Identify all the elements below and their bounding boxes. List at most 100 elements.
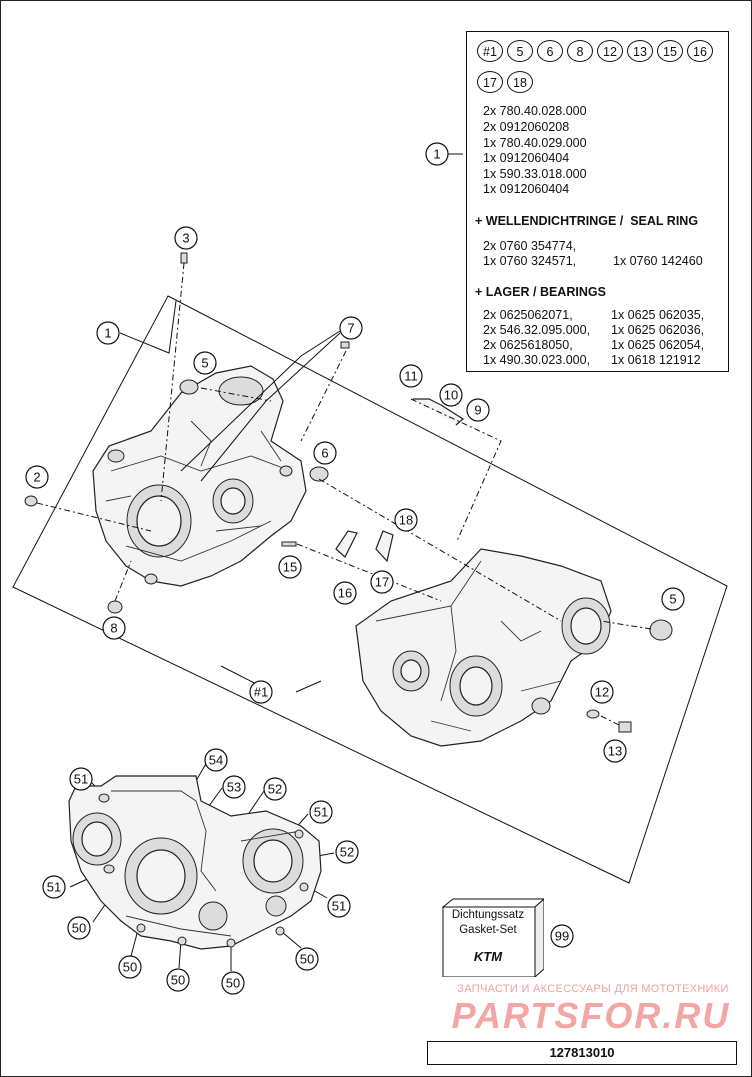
pin-7 — [340, 341, 350, 349]
callout-5-left[interactable]: 5 — [193, 351, 217, 375]
left-crankcase-half — [92, 365, 307, 587]
callout-51-top-left[interactable]: 51 — [69, 767, 93, 791]
bearing-line: 2x 546.32.095.000, — [483, 323, 591, 337]
bearing-line: 2x 0625062071, — [483, 308, 573, 322]
callout-7[interactable]: 7 — [339, 316, 363, 340]
crankcase-gasket-view — [68, 775, 322, 950]
callout-5-right[interactable]: 5 — [661, 587, 685, 611]
callout-18[interactable]: 18 — [394, 508, 418, 532]
screw-2 — [24, 495, 38, 507]
part-line: 2x 780.40.028.000 — [483, 104, 587, 118]
svg-text:18: 18 — [399, 513, 413, 528]
seal-line: 1x 0760 324571, — [483, 254, 577, 268]
callout-51-right[interactable]: 51 — [327, 894, 351, 918]
callout-2[interactable]: 2 — [25, 465, 49, 489]
part-line: 2x 0912060208 — [483, 120, 570, 134]
svg-text:50: 50 — [123, 960, 137, 975]
callout-50-e[interactable]: 50 — [295, 947, 319, 971]
callout-11[interactable]: 11 — [399, 364, 423, 388]
svg-text:17: 17 — [375, 575, 389, 590]
reference-badge[interactable]: 8 — [567, 40, 593, 62]
svg-text:52: 52 — [340, 845, 354, 860]
svg-text:16: 16 — [338, 586, 352, 601]
callout-6[interactable]: 6 — [313, 441, 337, 465]
callout-15[interactable]: 15 — [278, 555, 302, 579]
dowel-5-right — [649, 619, 673, 641]
gasket-set-label-de: Dichtungssatz — [451, 909, 525, 921]
svg-text:50: 50 — [226, 976, 240, 991]
reference-badge[interactable]: 12 — [597, 40, 623, 62]
bracket-17 — [375, 530, 394, 563]
callout-10[interactable]: 10 — [439, 383, 463, 407]
callout-51-left[interactable]: 51 — [42, 875, 66, 899]
dowel-5-left — [179, 379, 199, 395]
reference-badge[interactable]: 5 — [507, 40, 533, 62]
seal-line: 1x 0760 142460 — [613, 254, 703, 268]
callout-hash1[interactable]: #1 — [249, 680, 273, 704]
svg-text:7: 7 — [347, 321, 354, 336]
screw-15 — [281, 541, 297, 547]
callout-53[interactable]: 53 — [222, 775, 246, 799]
dowel-8 — [107, 600, 123, 614]
svg-text:5: 5 — [201, 356, 208, 371]
svg-text:99: 99 — [555, 929, 569, 944]
svg-text:53: 53 — [227, 780, 241, 795]
svg-text:10: 10 — [444, 388, 458, 403]
reference-badge[interactable]: 18 — [507, 71, 533, 93]
washer-12 — [586, 709, 600, 719]
diagram-code: 127813010 — [427, 1041, 737, 1065]
svg-text:9: 9 — [474, 403, 481, 418]
ktm-logo: KTM — [473, 949, 503, 964]
callout-50-b[interactable]: 50 — [118, 955, 142, 979]
svg-text:15: 15 — [283, 560, 297, 575]
watermark-tagline: ЗАПЧАСТИ И АКСЕССУАРЫ ДЛЯ МОТОТЕХНИКИ — [457, 983, 729, 995]
svg-text:13: 13 — [608, 744, 622, 759]
reference-badge[interactable]: 16 — [687, 40, 713, 62]
assembly-lines — [36, 262, 652, 727]
callout-50-d[interactable]: 50 — [221, 971, 245, 995]
bearing-line: 1x 0618 121912 — [611, 353, 701, 367]
callout-52-top[interactable]: 52 — [263, 777, 287, 801]
dowel-6 — [309, 466, 329, 482]
bearing-line: 1x 0625 062054, — [611, 338, 705, 352]
part-line: 1x 590.33.018.000 — [483, 167, 587, 181]
svg-text:54: 54 — [209, 753, 223, 768]
callout-3[interactable]: 3 — [174, 226, 198, 250]
svg-text:51: 51 — [314, 805, 328, 820]
svg-text:2: 2 — [33, 470, 40, 485]
callout-1-box[interactable]: 1 — [425, 142, 449, 166]
reference-badge[interactable]: #1 — [477, 40, 503, 62]
callout-13[interactable]: 13 — [603, 739, 627, 763]
callout-8[interactable]: 8 — [102, 616, 126, 640]
bracket-16 — [335, 530, 358, 558]
callout-99[interactable]: 99 — [550, 924, 574, 948]
bearings-header: + LAGER / BEARINGS — [475, 285, 606, 299]
callout-50-a[interactable]: 50 — [67, 916, 91, 940]
bearing-line: 1x 0625 062035, — [611, 308, 705, 322]
reference-badge[interactable]: 13 — [627, 40, 653, 62]
callout-17[interactable]: 17 — [370, 570, 394, 594]
svg-text:51: 51 — [47, 880, 61, 895]
svg-text:50: 50 — [72, 921, 86, 936]
svg-text:#1: #1 — [254, 685, 268, 700]
bearing-line: 2x 0625618050, — [483, 338, 573, 352]
callout-50-c[interactable]: 50 — [166, 968, 190, 992]
svg-text:50: 50 — [171, 973, 185, 988]
callout-12[interactable]: 12 — [590, 680, 614, 704]
callout-1-main[interactable]: 1 — [96, 321, 120, 345]
part-line: 1x 780.40.029.000 — [483, 136, 587, 150]
gasket-set-box[interactable]: Dichtungssatz Gasket-Set KTM — [441, 897, 544, 977]
reference-badge[interactable]: 6 — [537, 40, 563, 62]
callout-51-top-right[interactable]: 51 — [309, 800, 333, 824]
callout-9[interactable]: 9 — [466, 398, 490, 422]
right-crankcase-half — [355, 548, 612, 747]
reference-badge[interactable]: 15 — [657, 40, 683, 62]
callout-54[interactable]: 54 — [204, 748, 228, 772]
svg-text:51: 51 — [74, 772, 88, 787]
callout-52-bottom[interactable]: 52 — [335, 840, 359, 864]
gasket-set-icon — [441, 898, 544, 977]
reference-badge[interactable]: 17 — [477, 71, 503, 93]
callout-16[interactable]: 16 — [333, 581, 357, 605]
